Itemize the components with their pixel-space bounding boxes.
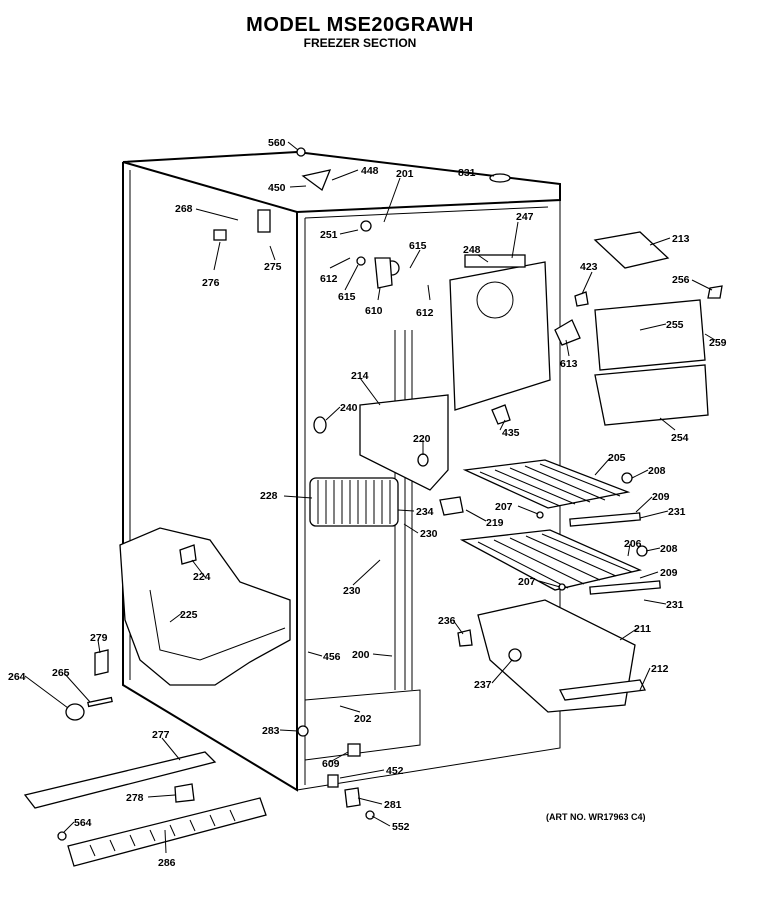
label-230-center: 230 xyxy=(343,585,361,597)
label-612-left: 612 xyxy=(320,273,338,285)
shelf-rails xyxy=(569,512,661,595)
diagram-subtitle: FREEZER SECTION xyxy=(303,36,417,50)
label-256: 256 xyxy=(672,274,690,286)
label-228: 228 xyxy=(260,490,278,502)
label-613: 613 xyxy=(560,358,578,370)
ice-bin-assembly xyxy=(594,299,709,426)
label-254: 254 xyxy=(671,432,689,444)
label-448: 448 xyxy=(361,165,379,177)
label-265: 265 xyxy=(52,667,70,679)
mullion-assembly xyxy=(119,527,291,686)
label-219: 219 xyxy=(486,517,504,529)
label-234: 234 xyxy=(416,506,434,518)
label-200: 200 xyxy=(352,649,370,661)
label-248: 248 xyxy=(463,244,481,256)
label-423: 423 xyxy=(580,261,598,273)
label-236: 236 xyxy=(438,615,456,627)
label-615-upper: 615 xyxy=(409,240,427,252)
label-552: 552 xyxy=(392,821,410,833)
label-208-lower: 208 xyxy=(660,543,678,555)
label-279: 279 xyxy=(90,632,108,644)
label-214: 214 xyxy=(351,370,369,382)
label-609: 609 xyxy=(322,758,340,770)
label-206: 206 xyxy=(624,538,642,550)
label-278: 278 xyxy=(126,792,144,804)
label-240: 240 xyxy=(340,402,358,414)
lower-shelf xyxy=(459,529,643,591)
label-207-lower: 207 xyxy=(518,576,536,588)
label-209-upper: 209 xyxy=(652,491,670,503)
label-286: 286 xyxy=(158,857,176,869)
label-237: 237 xyxy=(474,679,492,691)
leader-lines xyxy=(24,141,716,854)
label-615-lower: 615 xyxy=(338,291,356,303)
label-564: 564 xyxy=(74,817,92,829)
label-435: 435 xyxy=(502,427,520,439)
label-560: 560 xyxy=(268,137,286,149)
label-231-lower: 231 xyxy=(666,599,684,611)
label-225: 225 xyxy=(180,609,198,621)
label-220: 220 xyxy=(413,433,431,445)
label-211: 211 xyxy=(634,623,651,635)
label-275: 275 xyxy=(264,261,282,273)
label-612-right: 612 xyxy=(416,307,434,319)
fan-bracket xyxy=(449,254,551,411)
label-264: 264 xyxy=(8,671,26,683)
small-parts xyxy=(57,147,723,841)
label-255: 255 xyxy=(666,319,684,331)
label-231-upper: 231 xyxy=(668,506,686,518)
base-grille xyxy=(67,797,267,867)
label-610: 610 xyxy=(365,305,383,317)
label-212: 212 xyxy=(651,663,669,675)
label-283: 283 xyxy=(262,725,280,737)
label-209-lower: 209 xyxy=(660,567,678,579)
freezer-basket xyxy=(477,599,646,713)
label-452: 452 xyxy=(386,765,404,777)
label-213: 213 xyxy=(672,233,690,245)
label-276: 276 xyxy=(202,277,220,289)
label-224: 224 xyxy=(193,571,211,583)
label-281: 281 xyxy=(384,799,402,811)
label-202: 202 xyxy=(354,713,372,725)
label-201: 201 xyxy=(396,168,414,180)
label-456: 456 xyxy=(323,651,341,663)
label-247: 247 xyxy=(516,211,534,223)
part-labels: 560 448 201 831 450 268 251 615 247 248 … xyxy=(8,137,727,869)
label-251: 251 xyxy=(320,229,338,241)
diagram-title: MODEL MSE20GRAWH xyxy=(246,14,474,36)
art-number: (ART NO. WR17963 C4) xyxy=(546,812,646,822)
label-259: 259 xyxy=(709,337,727,349)
label-831: 831 xyxy=(458,167,476,179)
label-207-upper: 207 xyxy=(495,501,513,513)
bottom-rail xyxy=(23,751,217,809)
label-268: 268 xyxy=(175,203,193,215)
label-277: 277 xyxy=(152,729,170,741)
label-205: 205 xyxy=(608,452,626,464)
label-450: 450 xyxy=(268,182,286,194)
upper-shelf xyxy=(462,459,631,509)
label-230-right: 230 xyxy=(420,528,438,540)
evaporator-coil xyxy=(309,477,399,527)
air-duct-cover xyxy=(359,394,449,491)
label-208-upper: 208 xyxy=(648,465,666,477)
ice-tray xyxy=(593,231,670,269)
